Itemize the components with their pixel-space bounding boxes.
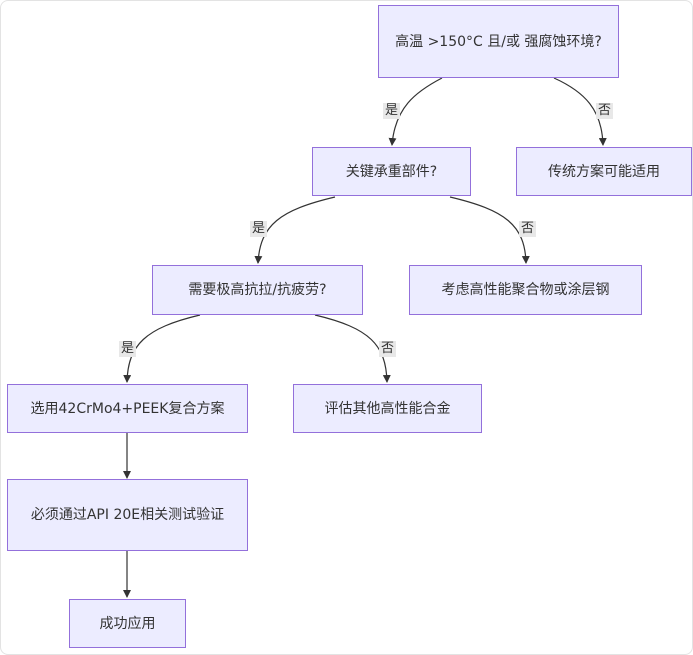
node-success: 成功应用 — [69, 599, 186, 648]
node-eval-alloy: 评估其他高性能合金 — [293, 384, 482, 433]
node-high-tensile-question: 需要极高抗拉/抗疲劳? — [152, 265, 363, 315]
node-consider-hpp: 考虑高性能聚合物或涂层钢 — [409, 265, 642, 315]
edge-tensile-yes — [123, 314, 201, 383]
edge-label-yes-1: 是 — [383, 103, 401, 119]
node-choose-combo-text: 选用42CrMo4+PEEK复合方案 — [30, 400, 225, 417]
edge-label-yes-2: 是 — [250, 221, 268, 237]
edge-label-no-1: 否 — [596, 103, 614, 119]
node-critical-part-question: 关键承重部件? — [312, 147, 471, 196]
node-api-test-text: 必须通过API 20E相关测试验证 — [30, 507, 225, 523]
node-high-temp-question-text: 高温 >150°C 且/或 强腐蚀环境? — [395, 33, 602, 50]
node-high-temp-question: 高温 >150°C 且/或 强腐蚀环境? — [378, 5, 619, 78]
edge-label-no-2: 否 — [519, 221, 537, 237]
node-eval-alloy-text: 评估其他高性能合金 — [324, 400, 451, 417]
node-consider-hpp-text: 考虑高性能聚合物或涂层钢 — [441, 282, 610, 298]
edge-critical-no — [449, 196, 530, 264]
node-api-test: 必须通过API 20E相关测试验证 — [7, 479, 248, 551]
node-high-tensile-question-text: 需要极高抗拉/抗疲劳? — [188, 282, 327, 298]
node-choose-combo: 选用42CrMo4+PEEK复合方案 — [7, 384, 248, 433]
edge-tensile-no — [314, 314, 391, 383]
edge-critical-yes — [254, 196, 336, 264]
edge-label-yes-3: 是 — [119, 341, 137, 357]
node-traditional-ok: 传统方案可能适用 — [516, 147, 692, 196]
node-success-text: 成功应用 — [99, 615, 156, 632]
node-traditional-ok-text: 传统方案可能适用 — [548, 163, 660, 180]
node-critical-part-question-text: 关键承重部件? — [345, 163, 438, 180]
edge-label-no-3: 否 — [379, 341, 397, 357]
edge-hightemp-no — [553, 77, 607, 146]
edge-hightemp-yes — [388, 77, 443, 146]
